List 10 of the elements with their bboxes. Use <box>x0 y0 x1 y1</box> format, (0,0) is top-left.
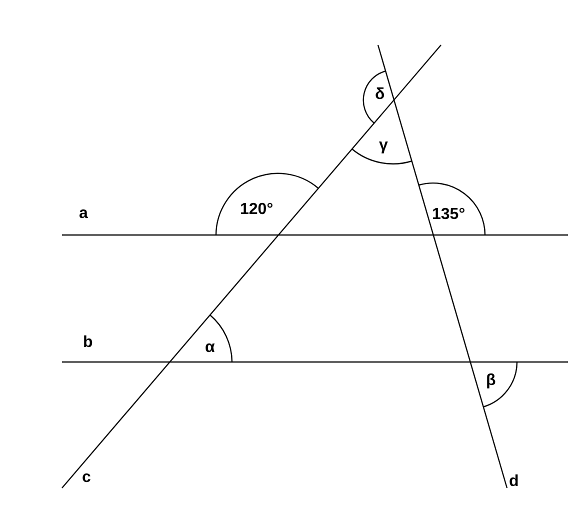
line-label: d <box>509 473 519 491</box>
line-label: c <box>82 469 91 487</box>
angle-label: δ <box>375 86 385 104</box>
angle-label: 120° <box>240 201 274 219</box>
angle-label: γ <box>379 137 388 155</box>
angle-label: 135° <box>432 206 466 224</box>
line-label: b <box>83 334 93 352</box>
angle-label: α <box>205 339 215 357</box>
angle-label: β <box>486 372 496 390</box>
line-label: a <box>79 205 88 223</box>
